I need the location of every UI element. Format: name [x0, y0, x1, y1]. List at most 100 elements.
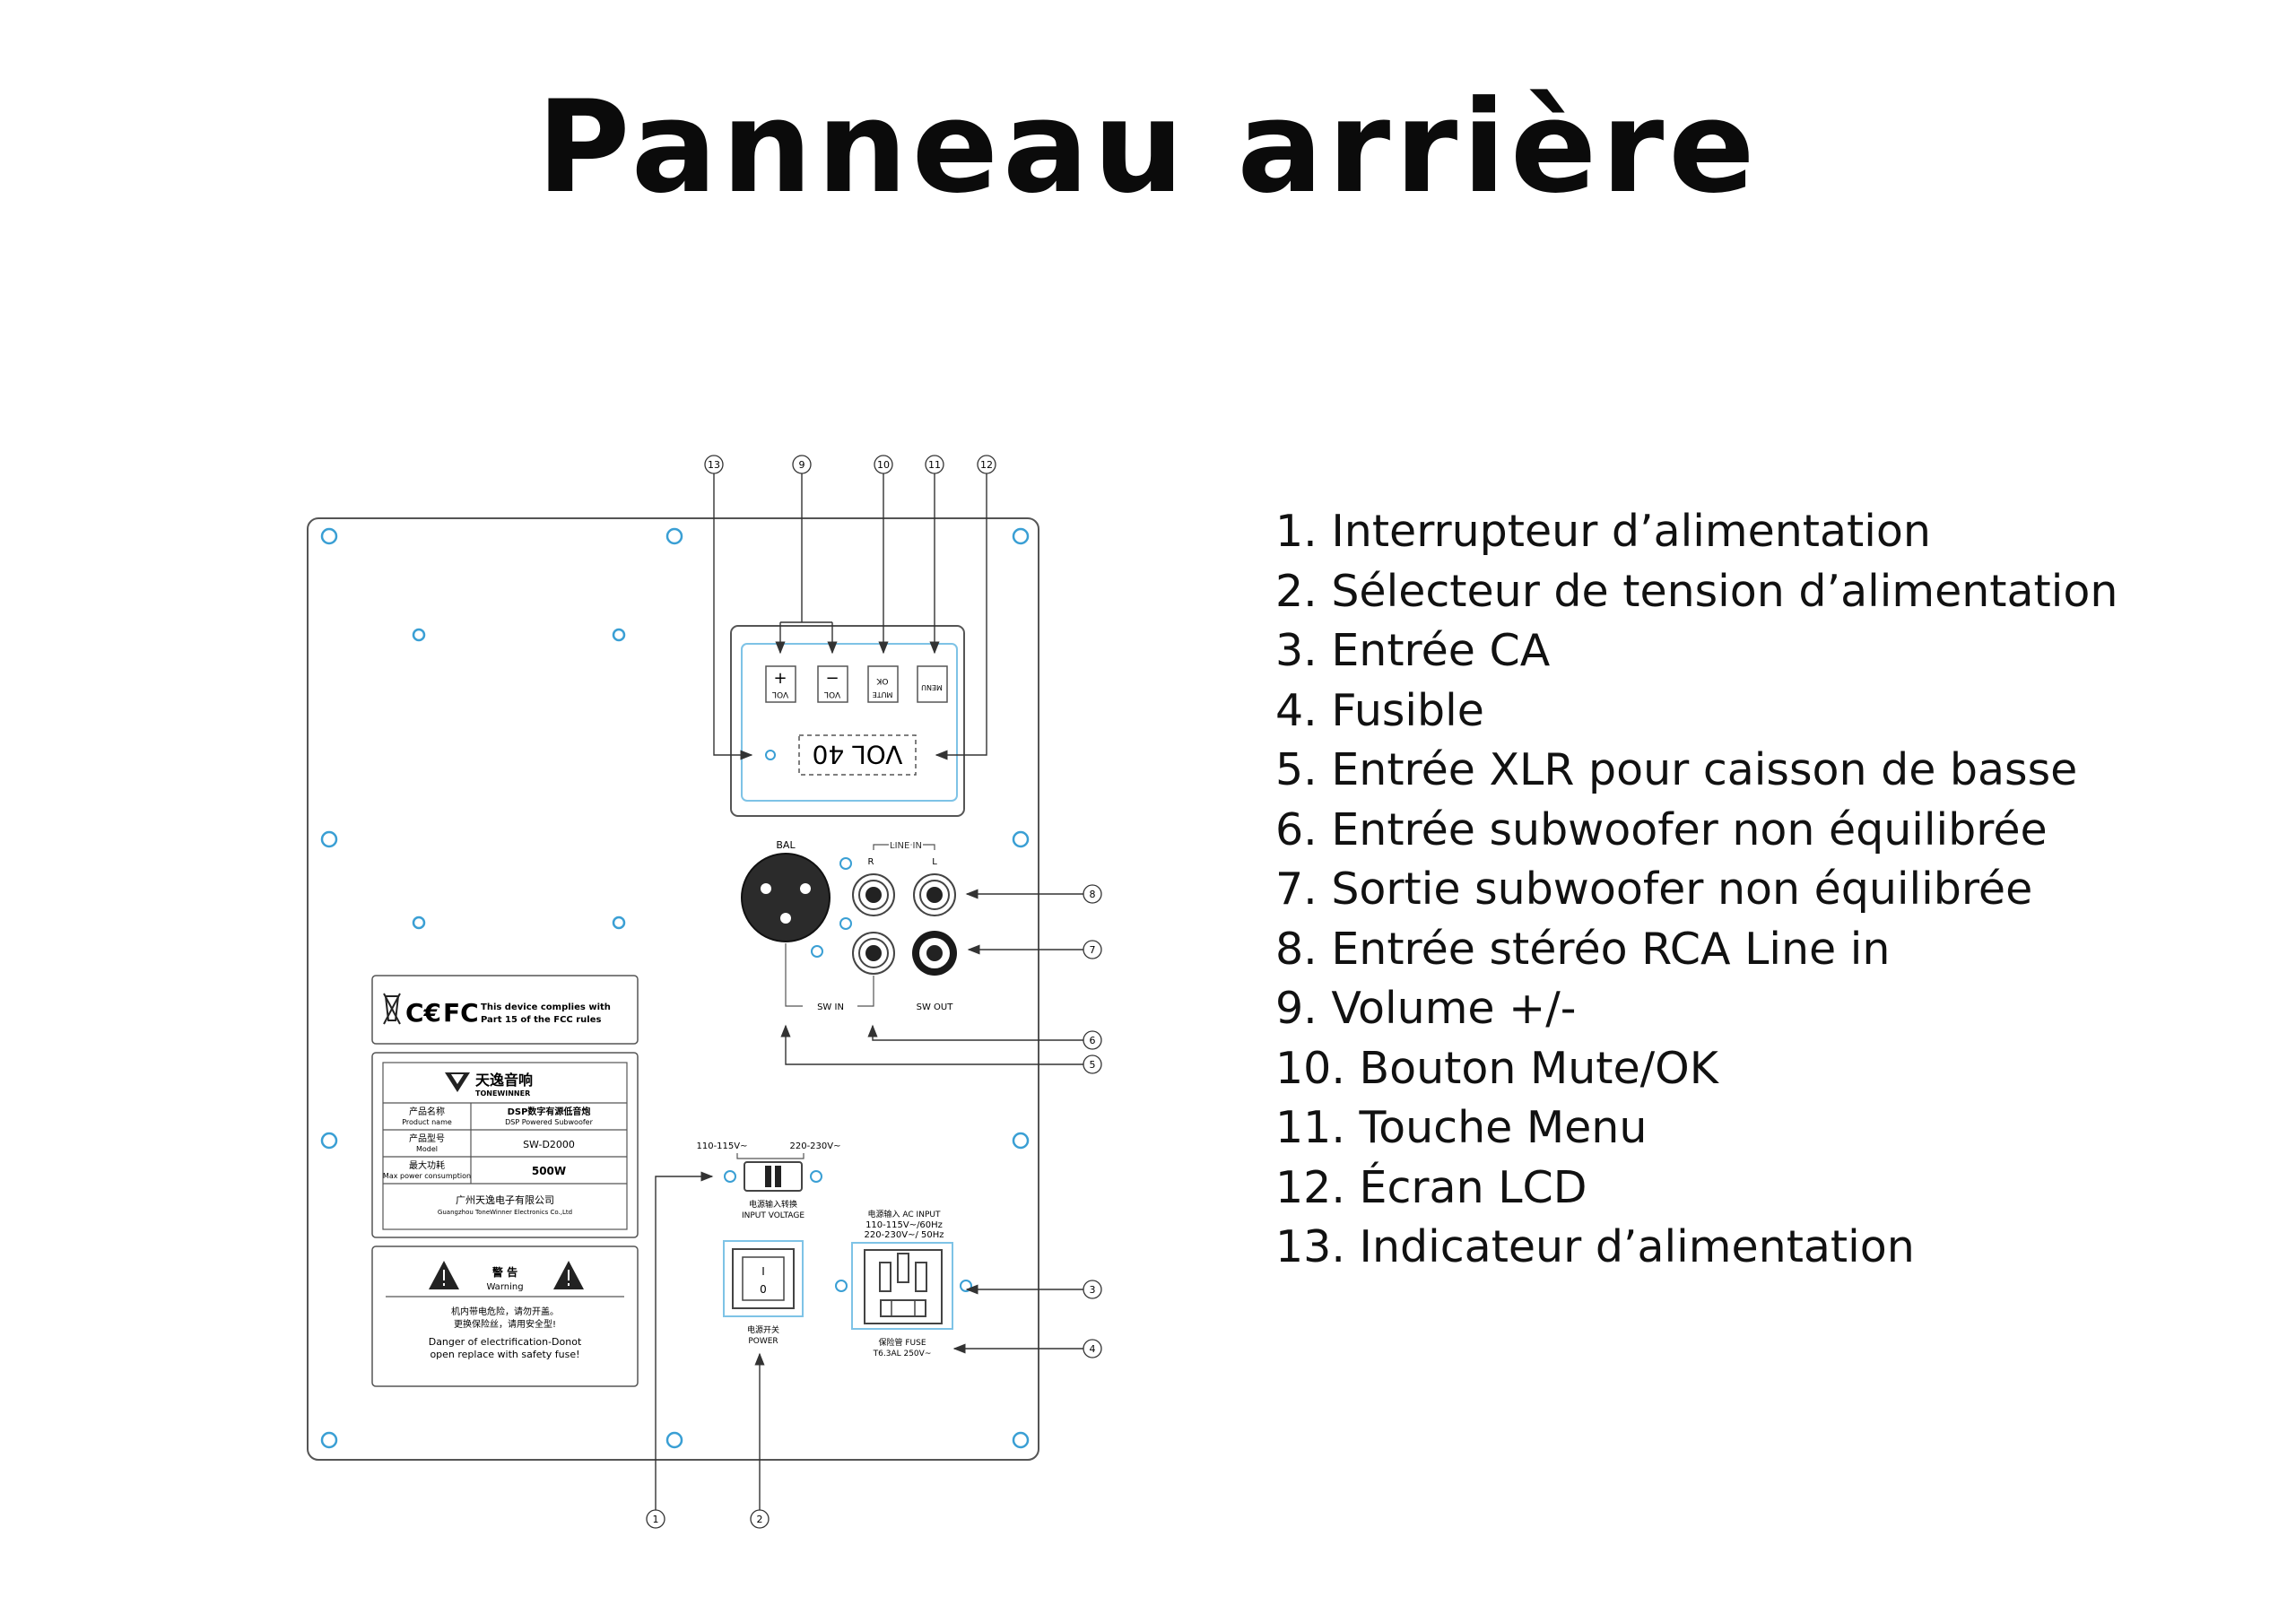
- vol-plus-sign: +: [773, 669, 787, 688]
- warning-text-en-2: open replace with safety fuse!: [430, 1349, 579, 1360]
- callout-5-number: 5: [1090, 1059, 1096, 1071]
- r-label: R: [868, 857, 874, 867]
- mounting-hole: [320, 830, 338, 848]
- mounting-hole: [1012, 1431, 1030, 1449]
- callout-1-number: 1: [653, 1514, 659, 1525]
- ac-input-cn: 电源输入 AC INPUT: [868, 1209, 941, 1219]
- vol-minus-button[interactable]: − VOL: [817, 665, 848, 703]
- l-label: L: [932, 857, 937, 867]
- legend-item-13: 13. Indicateur d’alimentation: [1275, 1221, 1915, 1272]
- fcc-label-box: [371, 975, 639, 1045]
- lcd-screen: [798, 734, 917, 776]
- spec-value-model: SW-D2000: [523, 1139, 575, 1150]
- callout-8: 8: [1083, 884, 1102, 904]
- input-voltage-en: INPUT VOLTAGE: [742, 1211, 804, 1220]
- ac-input-line2: 220-230V~/ 50Hz: [864, 1230, 944, 1240]
- rear-panel-diagram: + VOL − VOL OK MUTE MENU VOL 40 BAL LINE…: [307, 455, 1102, 1529]
- spec-label-en: Product name: [402, 1118, 452, 1126]
- control-module-frame: [741, 643, 958, 802]
- mounting-hole: [320, 1132, 338, 1150]
- fcc-text-line1: This device complies with: [481, 1002, 611, 1012]
- mounting-hole: [1012, 1132, 1030, 1150]
- menu-label: MENU: [921, 683, 943, 691]
- rca-line-in-right[interactable]: [852, 873, 895, 916]
- spec-label-box: [371, 1052, 639, 1238]
- power-indicator: [765, 750, 776, 760]
- voltage-selector-switch[interactable]: [744, 1161, 803, 1192]
- rca-line-in-left[interactable]: [913, 873, 956, 916]
- legend-item-6: 6. Entrée subwoofer non équilibrée: [1275, 803, 2048, 855]
- brand-en: TONEWINNER: [475, 1089, 530, 1098]
- company-en: Guangzhou ToneWinner Electronics Co.,Ltd: [438, 1209, 572, 1216]
- warning-en: Warning: [486, 1282, 523, 1292]
- bal-label: BAL: [776, 839, 796, 851]
- callout-6: 6: [1083, 1030, 1102, 1050]
- page-title: Panneau arrière: [536, 74, 1760, 221]
- weee-icon: [383, 993, 401, 1025]
- legend-item-10: 10. Bouton Mute/OK: [1275, 1042, 1718, 1094]
- mounting-hole: [665, 1431, 683, 1449]
- callout-9: 9: [792, 455, 812, 474]
- callout-1: 1: [646, 1509, 665, 1529]
- control-module: [730, 625, 965, 817]
- callout-9-number: 9: [799, 459, 805, 471]
- rca-sw-out[interactable]: [912, 931, 957, 976]
- mounting-hole: [1012, 527, 1030, 545]
- voltage-low-label: 110-115V~: [696, 1141, 747, 1151]
- spec-value-en: DSP Powered Subwoofer: [505, 1118, 593, 1126]
- callout-11: 11: [925, 455, 944, 474]
- callout-12-number: 12: [980, 459, 993, 471]
- callout-12: 12: [977, 455, 996, 474]
- spec-value-power: 500W: [532, 1165, 566, 1177]
- power-cn: 电源开关: [747, 1324, 779, 1335]
- callout-11-number: 11: [928, 459, 941, 471]
- xlr-input[interactable]: [741, 853, 831, 942]
- fcc-mark-icon: FC: [443, 998, 479, 1028]
- callout-2: 2: [750, 1509, 770, 1529]
- spec-label-cn: 最大功耗: [409, 1159, 445, 1171]
- callout-13: 13: [704, 455, 724, 474]
- warning-cn: 警 告: [491, 1265, 517, 1279]
- spec-label-en: Max power consumption: [383, 1172, 471, 1180]
- vol-plus-button[interactable]: + VOL: [765, 665, 796, 703]
- sw-in-label: SW IN: [817, 1002, 844, 1012]
- callout-4: 4: [1083, 1339, 1102, 1358]
- mounting-hole: [724, 1170, 736, 1183]
- legend-item-2: 2. Sélecteur de tension d’alimentation: [1275, 565, 2118, 617]
- legend-item-7: 7. Sortie subwoofer non équilibrée: [1275, 864, 2033, 915]
- lcd-text: VOL 40: [813, 740, 903, 769]
- ac-input-line1: 110-115V~/60Hz: [865, 1220, 943, 1230]
- menu-button[interactable]: MENU: [917, 665, 948, 703]
- switch-on-label: I: [761, 1265, 765, 1278]
- legend-list: 1. Interrupteur d’alimentation 2. Sélect…: [1275, 502, 2118, 1278]
- mounting-hole: [811, 945, 823, 958]
- warning-text-cn-2: 更换保险丝，请用安全型!: [454, 1318, 556, 1330]
- fuse-cn: 保险管 FUSE: [878, 1337, 926, 1348]
- fuse-holder[interactable]: [880, 1299, 926, 1317]
- warning-triangle-icon: [553, 1261, 584, 1289]
- callout-leaders: [655, 473, 1083, 1510]
- mounting-hole: [412, 916, 426, 930]
- callout-10: 10: [874, 455, 893, 474]
- legend-item-11: 11. Touche Menu: [1275, 1102, 1648, 1153]
- mute-ok-button[interactable]: OK MUTE: [867, 665, 899, 703]
- mounting-holes: [320, 527, 1030, 1449]
- mounting-hole: [839, 857, 852, 870]
- legend-item-3: 3. Entrée CA: [1275, 625, 1551, 676]
- brand-cn: 天逸音响: [475, 1072, 533, 1089]
- callout-7-number: 7: [1090, 944, 1096, 956]
- callout-13-number: 13: [708, 459, 720, 471]
- fcc-text-line2: Part 15 of the FCC rules: [481, 1015, 602, 1025]
- power-switch[interactable]: I 0: [723, 1240, 804, 1317]
- line-in-label: LINE IN: [890, 841, 922, 851]
- callout-7: 7: [1083, 940, 1102, 959]
- mounting-hole: [1012, 830, 1030, 848]
- rca-sw-in[interactable]: [852, 932, 895, 975]
- ce-mark-icon: C€: [405, 998, 441, 1028]
- legend-item-8: 8. Entrée stéréo RCA Line in: [1275, 923, 1891, 975]
- tonewinner-logo-icon: [445, 1072, 470, 1092]
- mute-label: MUTE: [873, 690, 893, 699]
- callout-3-number: 3: [1090, 1284, 1096, 1296]
- sw-out-label: SW OUT: [917, 1002, 954, 1012]
- vol-plus-label: VOL: [772, 690, 788, 699]
